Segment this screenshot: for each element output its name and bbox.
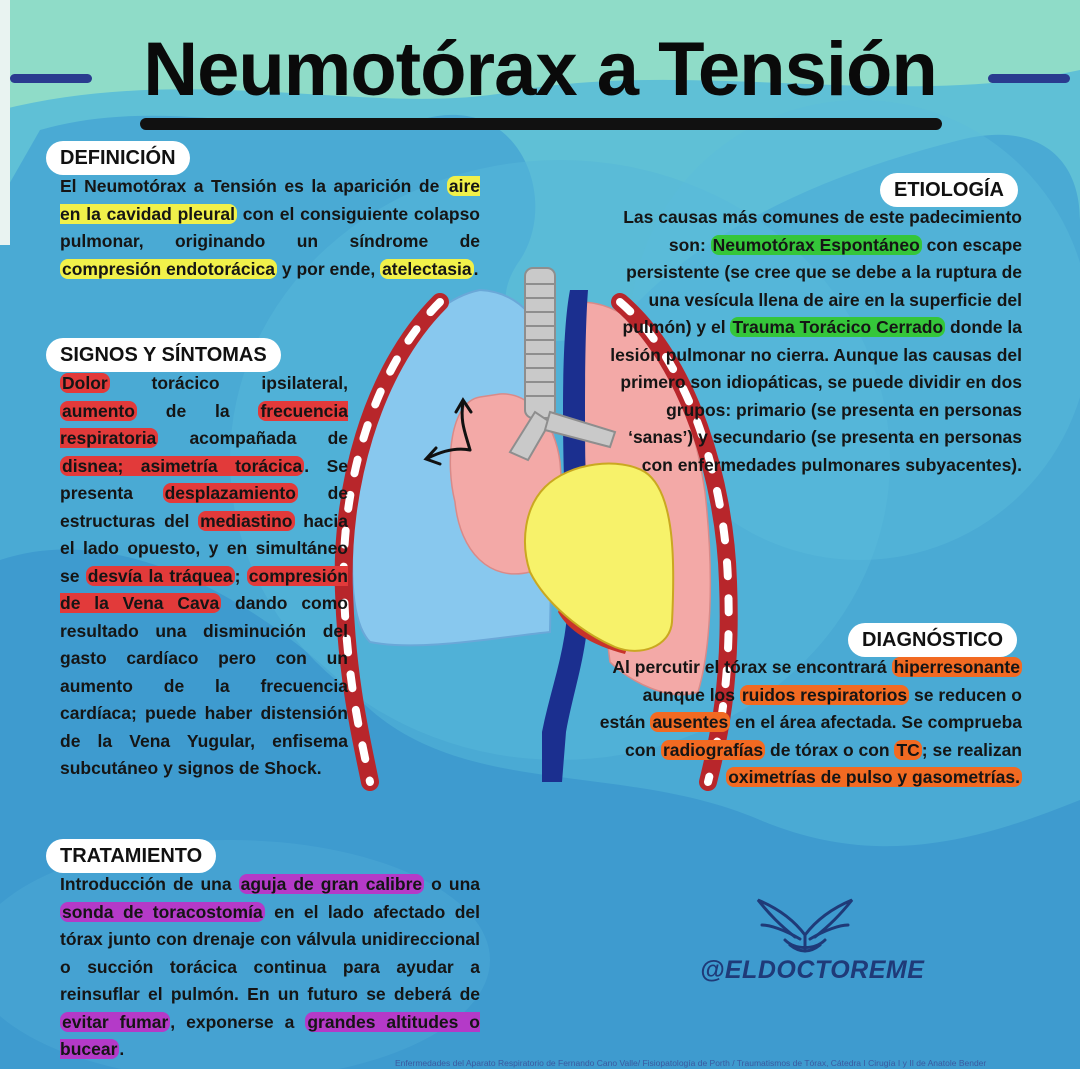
footer-references: Enfermedades del Aparato Respiratorio de…	[395, 1058, 987, 1068]
highlight-compresion: compresión endotorácica	[60, 258, 277, 279]
wings-logo-icon	[756, 898, 854, 953]
displacement-arrows-icon	[423, 397, 473, 466]
brand-handle: @ELDOCTOREME	[700, 956, 925, 984]
page-title: Neumotórax a Tensión	[143, 27, 938, 112]
title-left-line	[10, 74, 92, 83]
title-right-line	[988, 74, 1070, 83]
etiologia-heading: ETIOLOGÍA	[880, 173, 1018, 207]
tratamiento-text: Introducción de una aguja de gran calibr…	[60, 874, 481, 1059]
signos-text: Dolor torácico ipsilateral, aumento de l…	[60, 373, 348, 778]
signos-heading: SIGNOS Y SÍNTOMAS	[46, 338, 281, 372]
highlight-atelectasia: atelectasia	[380, 258, 474, 279]
title-block: Neumotórax a Tensión	[0, 22, 1080, 130]
definicion-text: El Neumotórax a Tensión es la aparición …	[60, 176, 481, 279]
definicion-heading: DEFINICIÓN	[46, 141, 190, 175]
tratamiento-heading: TRATAMIENTO	[46, 839, 217, 873]
diagnostico-heading: DIAGNÓSTICO	[848, 623, 1018, 657]
etiologia-text: Las causas más comunes de este padecimie…	[610, 207, 1022, 475]
diagnostico-text: Al percutir el tórax se encontrará hiper…	[599, 657, 1022, 787]
title-underline	[140, 118, 942, 130]
thorax-lungs-heart-illustration	[334, 267, 738, 791]
trachea-icon	[508, 267, 617, 462]
